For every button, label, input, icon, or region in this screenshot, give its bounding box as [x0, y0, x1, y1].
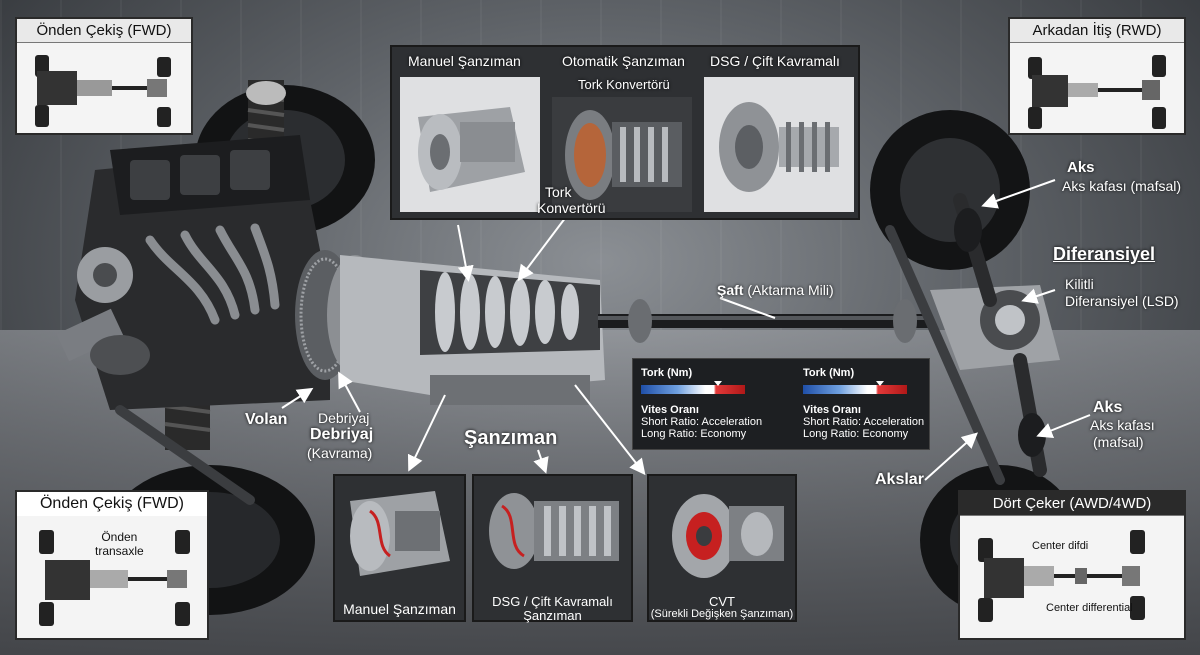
top-auto-title: Otomatik Şanzıman [562, 53, 685, 69]
volan-label: Volan [245, 411, 288, 428]
arrow-akslar [924, 432, 978, 481]
top-dsg-image [704, 77, 854, 212]
tork-col-1-long: Long Ratio: Economy [641, 428, 747, 440]
tork-konv-line2: Konvertörü [537, 200, 606, 216]
diferansiyel-label: Diferansiyel [1053, 244, 1156, 264]
debriyaj-small-label: Debriyaj [318, 410, 370, 426]
fwd-top-left-title: Önden Çekiş (FWD) [17, 19, 191, 43]
debriyaj-bold-label: Debriyaj [310, 426, 374, 443]
top-transmission-panel: Manuel Şanzıman Otomatik Şanzıman DSG / … [390, 45, 860, 220]
tork-col-1-vites: Vites Oranı [641, 404, 699, 416]
arrow-bottom-cvt [574, 384, 646, 476]
fwd-bottom-left-title: Önden Çekiş (FWD) [17, 492, 207, 516]
bottom-cvt-graphic [672, 494, 784, 578]
arrow-volan [281, 387, 314, 409]
rwd-top-right-diagram [1028, 55, 1166, 129]
front-links [115, 225, 1005, 505]
aks-right-sub1: Aks kafası [1090, 417, 1155, 433]
saft-rest: (Aktarma Mili) [747, 282, 834, 298]
transmission-housing [340, 255, 605, 405]
awd-note2: Center differential [1046, 602, 1133, 614]
fwd-bottom-left-diagram [39, 530, 190, 626]
tork-col-1-short: Short Ratio: Acceleration [641, 416, 763, 428]
drive-shaft [598, 299, 928, 343]
tork-col-2-tork: Tork (Nm) [803, 367, 855, 379]
bottom-dsg-panel: DSG / Çift Kavramalı Şanzıman [472, 474, 633, 623]
bottom-dsg-label2: Şanzıman [523, 608, 582, 623]
top-auto-image [552, 97, 692, 212]
tork-col-1-bar [641, 381, 745, 394]
dsg-gearbox-graphic [719, 102, 839, 192]
tork-col-1-tork: Tork (Nm) [641, 367, 693, 379]
arrow-debriyaj [338, 371, 361, 413]
awd-note1: Center difdi [1032, 540, 1089, 552]
tork-col-2-vites: Vites Oranı [803, 404, 861, 416]
awd-bottom-right-panel: Dört Çeker (AWD/4WD) Center difdi Center… [958, 490, 1186, 640]
top-manual-image [400, 77, 540, 212]
bottom-manual-panel: Manuel Şanzıman [333, 474, 466, 622]
bottom-cvt-label1: CVT [709, 594, 735, 609]
bottom-dsg-graphic [489, 493, 619, 569]
aks-right-sub2: (mafsal) [1093, 434, 1144, 450]
arrow-aks-top [981, 179, 1056, 209]
bottom-manual-graphic [350, 491, 450, 576]
tork-col-2: Tork (Nm) Vites Oranı Short Ratio: Accel… [803, 367, 943, 440]
tork-col-1: Tork (Nm) Vites Oranı Short Ratio: Accel… [641, 367, 781, 440]
fwd-top-left-panel: Önden Çekiş (FWD) [15, 17, 193, 135]
fwd-top-left-diagram [35, 55, 171, 127]
tork-col-2-long: Long Ratio: Economy [803, 428, 909, 440]
arrow-manual [457, 224, 474, 282]
fwd-note-line2: transaxle [95, 544, 144, 558]
aks-top-label: Aks [1067, 159, 1095, 176]
aks-right-label: Aks [1093, 399, 1123, 416]
saft-label: Şaft (Aktarma Mili) [717, 282, 834, 298]
awd-bottom-right-diagram [978, 530, 1145, 622]
sanziman-label: Şanzıman [464, 427, 558, 449]
awd-bottom-right-title: Dört Çeker (AWD/4WD) [960, 492, 1184, 516]
tork-konv-line1: Tork [545, 184, 572, 200]
tork-info-panel: Tork (Nm) Vites Oranı Short Ratio: Accel… [632, 358, 930, 450]
bottom-cvt-label2: (Sürekli Değişken Şanzıman) [650, 608, 794, 620]
engine-block [56, 135, 330, 410]
tork-col-2-short: Short Ratio: Acceleration [803, 416, 925, 428]
fwd-bottom-left-panel: Önden Çekiş (FWD) Önden transaxle [15, 490, 209, 640]
auto-gearbox-graphic [565, 110, 682, 200]
arrow-bottom-dsg [533, 449, 549, 474]
kilitli-line2: Diferansiyel (LSD) [1065, 293, 1179, 309]
arrow-bottom-manual [407, 394, 446, 472]
kavrama-label: (Kavrama) [307, 445, 373, 461]
bottom-manual-label: Manuel Şanzıman [343, 601, 456, 617]
akslar-label: Akslar [875, 471, 924, 488]
fwd-note-line1: Önden [101, 530, 138, 544]
kilitli-line1: Kilitli [1065, 276, 1094, 292]
bottom-dsg-label1: DSG / Çift Kavramalı [492, 594, 613, 609]
rwd-top-right-title: Arkadan İtiş (RWD) [1010, 19, 1184, 43]
saft-bold: Şaft [717, 282, 744, 298]
top-dsg-title: DSG / Çift Kavramalı [710, 53, 840, 69]
rear-differential [930, 285, 1060, 370]
top-auto-sub: Tork Konvertörü [578, 77, 670, 92]
manual-gearbox-graphic [418, 107, 525, 192]
tork-col-2-bar [803, 381, 907, 394]
rwd-top-right-panel: Arkadan İtiş (RWD) [1008, 17, 1186, 135]
bottom-cvt-panel: CVT (Sürekli Değişken Şanzıman) [647, 474, 797, 622]
arrow-kilitli [1021, 288, 1056, 304]
arrow-saft [719, 297, 776, 319]
aks-top-sublabel: Aks kafası (mafsal) [1062, 178, 1182, 194]
arrow-aks-right [1036, 414, 1091, 438]
fwd-bottom-left-note: Önden transaxle [95, 530, 144, 558]
top-manual-title: Manuel Şanzıman [408, 53, 521, 69]
